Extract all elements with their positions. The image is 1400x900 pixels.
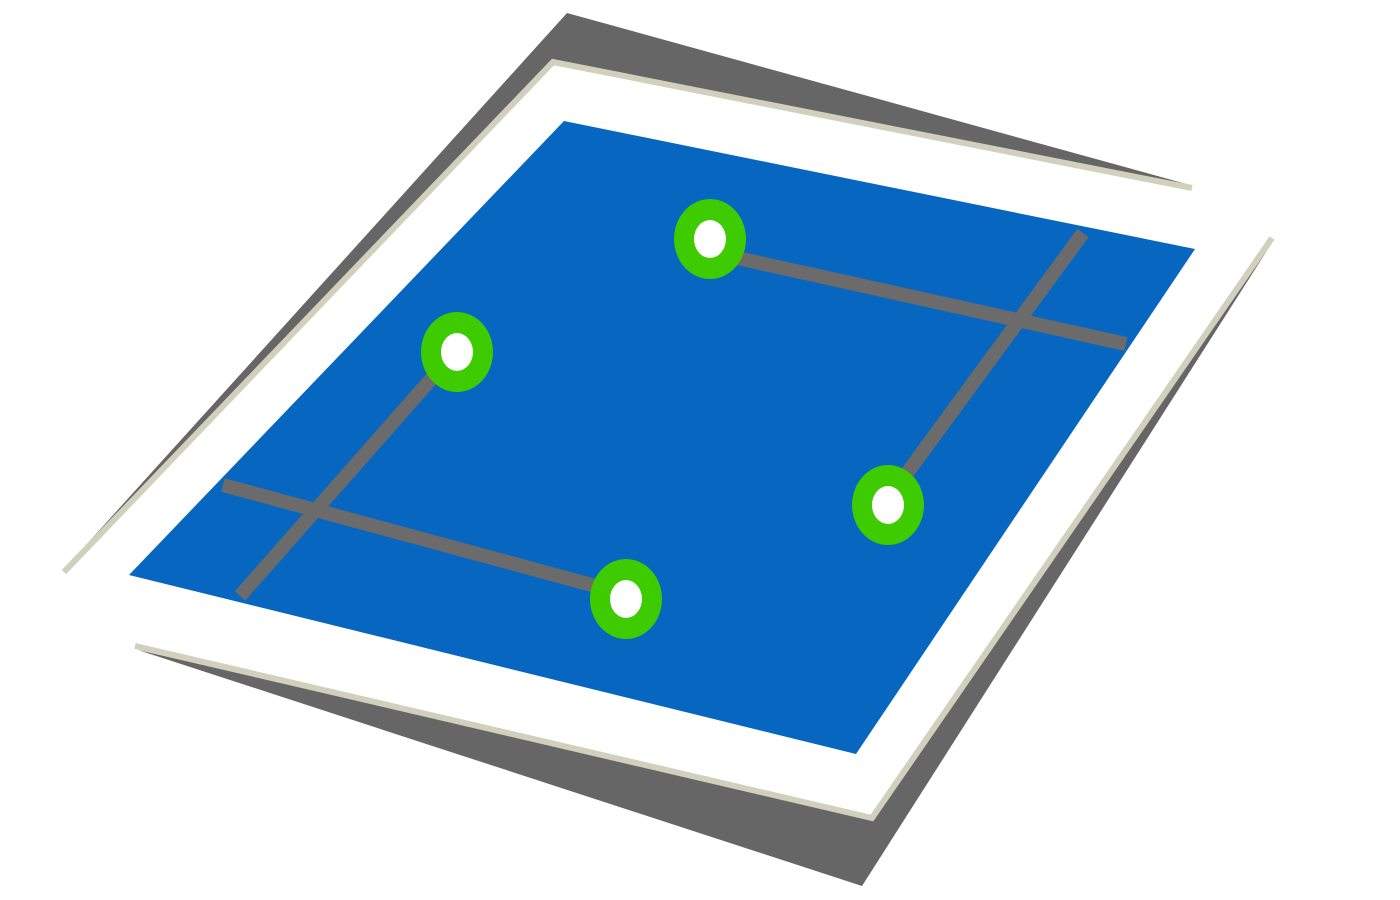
handle-top-center	[694, 220, 726, 258]
handle-right-center	[872, 486, 904, 524]
guide-line-bottom	[221, 478, 627, 601]
frame-shadow-front	[138, 238, 1275, 886]
guide-line-left	[234, 347, 461, 601]
guide-line-top	[708, 245, 1128, 351]
frame-edge-bottom	[134, 236, 1275, 822]
blue-panel	[129, 121, 1195, 754]
handle-bottom-center	[610, 580, 642, 618]
handle-bottom[interactable]	[590, 559, 662, 639]
handle-top[interactable]	[674, 199, 746, 279]
guide-line-right	[882, 228, 1089, 504]
handle-left-center	[441, 333, 473, 371]
handle-right[interactable]	[852, 465, 924, 545]
handle-left[interactable]	[421, 312, 493, 392]
frame-edge-top	[61, 58, 1193, 575]
guide-lines	[221, 228, 1128, 601]
